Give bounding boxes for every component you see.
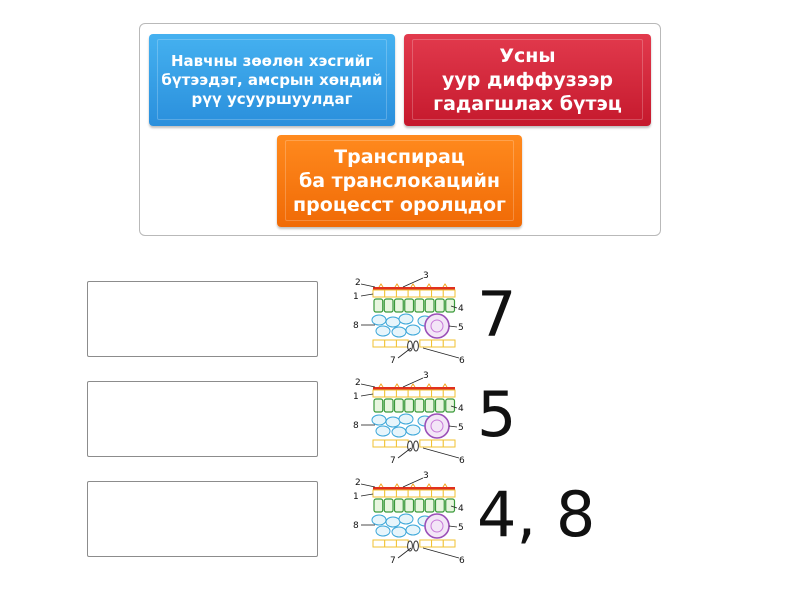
diagram-label-1: 1 xyxy=(353,492,359,502)
answer-tile-1-text: Навчны зөөлөн хэсгийг бүтээдэг, амсрын х… xyxy=(161,51,383,108)
diagram-label-8: 8 xyxy=(353,421,359,431)
diagram-label-5: 5 xyxy=(458,323,464,333)
diagram-label-3: 3 xyxy=(423,371,429,381)
diagram-label-7: 7 xyxy=(390,556,396,565)
diagram-label-6: 6 xyxy=(459,356,465,365)
part-number-label-4-8: 4, 8 xyxy=(477,478,596,551)
answer-tile-3-text: Транспирац ба транслокацийн процесст оро… xyxy=(293,146,506,216)
drop-slot-2[interactable] xyxy=(87,381,318,457)
drop-slot-1[interactable] xyxy=(87,281,318,357)
answer-tile-2-text: Усны уур диффузээр гадагшлах бүтэц xyxy=(433,45,622,115)
diagram-label-2: 2 xyxy=(355,278,361,288)
leaf-cross-section-diagram-1: 1 2 3 4 5 6 7 8 xyxy=(353,271,465,365)
diagram-label-2: 2 xyxy=(355,378,361,388)
diagram-label-4: 4 xyxy=(458,504,464,514)
diagram-label-6: 6 xyxy=(459,456,465,465)
diagram-label-7: 7 xyxy=(390,356,396,365)
diagram-label-5: 5 xyxy=(458,523,464,533)
diagram-label-5: 5 xyxy=(458,423,464,433)
diagram-label-4: 4 xyxy=(458,404,464,414)
leaf-cross-section-diagram-2: 1 2 3 4 5 6 7 8 xyxy=(353,371,465,465)
answer-tile-3[interactable]: Транспирац ба транслокацийн процесст оро… xyxy=(277,135,522,227)
diagram-label-6: 6 xyxy=(459,556,465,565)
answer-tile-2[interactable]: Усны уур диффузээр гадагшлах бүтэц xyxy=(404,34,651,126)
diagram-label-8: 8 xyxy=(353,521,359,531)
diagram-label-7: 7 xyxy=(390,456,396,465)
drop-slot-3[interactable] xyxy=(87,481,318,557)
diagram-label-3: 3 xyxy=(423,471,429,481)
leaf-cross-section-diagram-3: 1 2 3 4 5 6 7 8 xyxy=(353,471,465,565)
diagram-label-1: 1 xyxy=(353,392,359,402)
answer-tile-1[interactable]: Навчны зөөлөн хэсгийг бүтээдэг, амсрын х… xyxy=(149,34,395,126)
part-number-label-1: 7 xyxy=(477,278,517,351)
diagram-label-8: 8 xyxy=(353,321,359,331)
diagram-label-1: 1 xyxy=(353,292,359,302)
diagram-label-4: 4 xyxy=(458,304,464,314)
diagram-label-2: 2 xyxy=(355,478,361,488)
diagram-label-3: 3 xyxy=(423,271,429,281)
part-number-label-2: 5 xyxy=(477,378,517,451)
